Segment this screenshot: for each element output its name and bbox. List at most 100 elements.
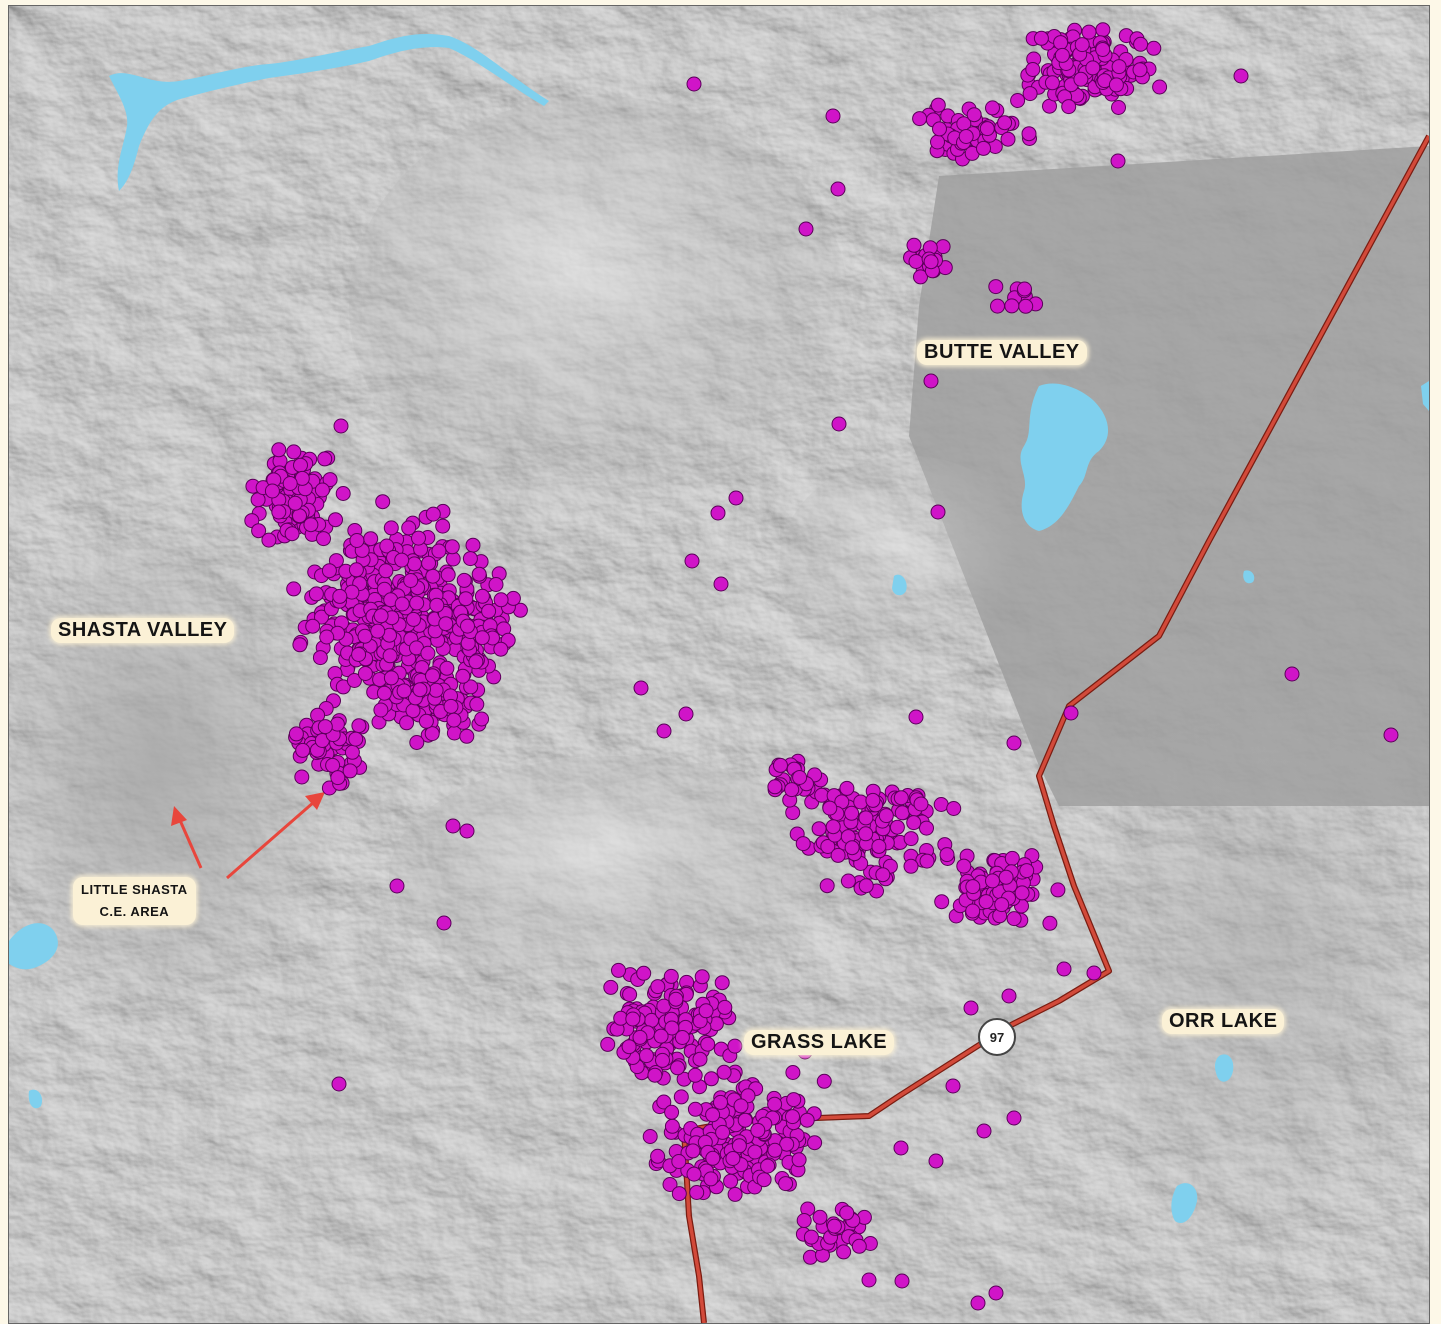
observation-point: [394, 596, 410, 612]
observation-point: [373, 608, 389, 624]
observation-point: [600, 1036, 616, 1052]
observation-point: [725, 1151, 741, 1166]
observation-point: [908, 709, 924, 725]
observation-point: [778, 1176, 794, 1192]
observation-point: [271, 504, 287, 520]
observation-point: [965, 903, 981, 919]
observation-point: [840, 873, 856, 889]
observation-point: [425, 668, 440, 684]
observation-point: [705, 1107, 721, 1123]
observation-point: [1152, 79, 1168, 95]
observation-point: [903, 831, 919, 847]
observation-point: [692, 1051, 708, 1067]
observation-point: [795, 836, 811, 852]
observation-point: [934, 894, 950, 910]
observation-point: [756, 1172, 772, 1188]
observation-point: [1383, 727, 1399, 743]
observation-point: [919, 820, 934, 836]
observation-point: [1111, 59, 1127, 75]
observation-point: [903, 858, 919, 874]
observation-point: [912, 111, 928, 127]
observation-point: [459, 823, 475, 839]
observation-point: [1132, 62, 1148, 78]
observation-point: [286, 444, 302, 460]
observation-point: [271, 442, 287, 458]
observation-point: [998, 869, 1014, 885]
observation-point: [689, 1185, 705, 1200]
observation-point: [685, 1143, 701, 1159]
observation-point: [985, 873, 1000, 889]
observation-point: [678, 706, 694, 722]
observation-point: [716, 1064, 732, 1080]
observation-point: [988, 279, 1004, 295]
observation-point: [1006, 911, 1022, 927]
observation-point: [378, 563, 394, 579]
observation-point: [871, 838, 887, 854]
observation-point: [923, 254, 939, 270]
observation-point: [656, 1094, 672, 1110]
observation-point: [1053, 35, 1069, 51]
label-little-shasta-line1: LITTLE SHASTA: [81, 882, 188, 897]
observation-point: [713, 576, 729, 592]
observation-point: [731, 1138, 747, 1154]
observation-point: [406, 556, 422, 572]
label-butte-valley: BUTTE VALLEY: [917, 340, 1087, 365]
observation-point: [698, 1003, 714, 1019]
observation-point: [919, 853, 935, 869]
observation-point: [642, 1129, 658, 1144]
observation-point: [1000, 131, 1016, 147]
observation-point: [1014, 885, 1030, 901]
observation-point: [893, 1140, 909, 1156]
observation-point: [820, 839, 836, 854]
observation-point: [785, 1065, 801, 1080]
observation-point: [945, 1078, 961, 1094]
observation-point: [956, 858, 972, 874]
observation-point: [1110, 153, 1126, 169]
observation-point: [462, 551, 478, 567]
observation-point: [773, 757, 788, 773]
highway-97-shield: 97: [978, 1018, 1016, 1056]
observation-point: [474, 588, 490, 604]
observation-point: [287, 495, 303, 511]
observation-point: [792, 770, 808, 785]
observation-point: [889, 819, 905, 835]
observation-point: [844, 840, 860, 856]
observation-point: [1081, 24, 1097, 40]
label-little-shasta: LITTLE SHASTA C.E. AREA: [73, 877, 196, 925]
arrow-head-north: [171, 806, 187, 826]
observation-point: [1050, 882, 1066, 898]
reservoir-northwest: [109, 34, 549, 191]
observation-point: [251, 523, 267, 539]
observation-point: [463, 679, 479, 695]
observation-point: [456, 572, 472, 588]
observation-point: [288, 726, 304, 742]
observation-point: [767, 779, 783, 795]
observation-point: [811, 821, 827, 837]
observation-point: [1021, 126, 1037, 142]
observation-point: [1133, 36, 1149, 52]
observation-point: [264, 483, 280, 499]
observation-point: [438, 616, 454, 632]
observation-point: [420, 645, 436, 661]
observation-point: [332, 588, 348, 604]
observation-point: [713, 1094, 728, 1110]
observation-point: [401, 520, 417, 536]
observation-point: [733, 1098, 749, 1114]
observation-point: [349, 533, 365, 548]
observation-point: [314, 482, 330, 498]
observation-point: [988, 1285, 1004, 1301]
observation-point: [939, 847, 955, 863]
observation-point: [351, 647, 367, 662]
observation-point: [1042, 915, 1058, 931]
observation-point: [839, 780, 855, 796]
observation-point: [460, 618, 475, 634]
observation-point: [357, 628, 373, 644]
pond-southwest: [28, 1089, 43, 1109]
pond-edge: [1421, 381, 1429, 411]
map-view[interactable]: BUTTE VALLEY SHASTA VALLEY LITTLE SHASTA…: [8, 5, 1430, 1324]
observation-point: [786, 1092, 802, 1108]
shaded-relief-map: [9, 6, 1429, 1323]
observation-point: [638, 1048, 654, 1064]
observation-point: [357, 666, 373, 681]
mountain-central: [389, 756, 849, 996]
